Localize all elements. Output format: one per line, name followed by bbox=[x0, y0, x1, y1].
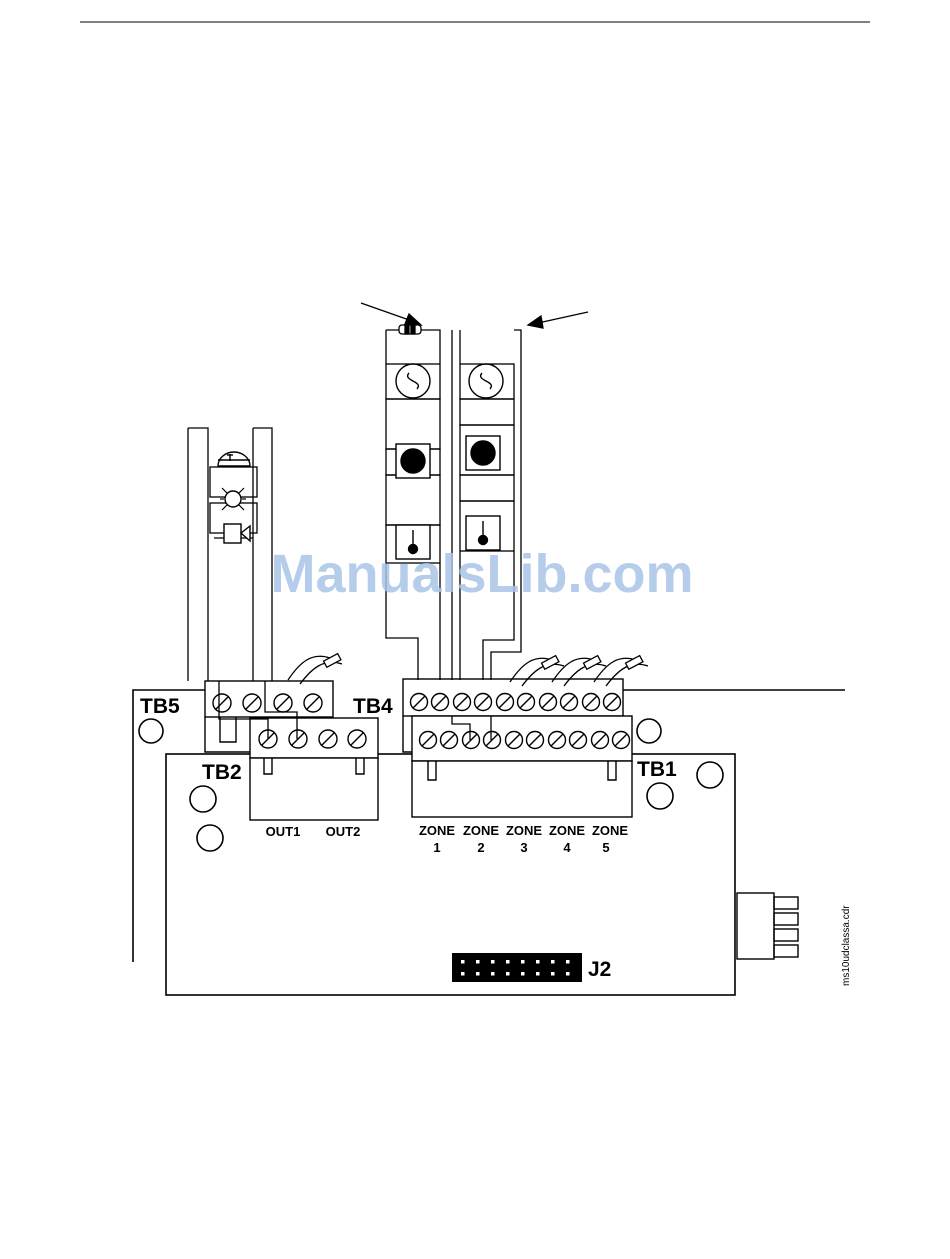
zone-2-num: 2 bbox=[477, 840, 484, 855]
tb5-label: TB5 bbox=[140, 695, 180, 718]
resistor-icon bbox=[399, 325, 648, 686]
tb2-label: TB2 bbox=[202, 761, 242, 784]
zone-3-word: ZONE bbox=[506, 823, 542, 838]
tb1-label: TB1 bbox=[637, 758, 677, 781]
j2-header bbox=[452, 953, 582, 982]
zone-5-word: ZONE bbox=[592, 823, 628, 838]
j2-label: J2 bbox=[588, 958, 611, 981]
zone-4-num: 4 bbox=[563, 840, 571, 855]
out1-label: OUT1 bbox=[266, 824, 301, 839]
zone-2-word: ZONE bbox=[463, 823, 499, 838]
file-reference: ms10udclassa.cdr bbox=[841, 905, 852, 986]
resistor-icon bbox=[288, 654, 342, 684]
zone-5-num: 5 bbox=[602, 840, 609, 855]
tb2-block bbox=[250, 718, 378, 820]
zone-1-word: ZONE bbox=[419, 823, 455, 838]
pull-station-icon bbox=[396, 436, 500, 478]
zone-4-word: ZONE bbox=[549, 823, 585, 838]
edge-connector bbox=[737, 893, 798, 959]
watermark-text: ManualsLib.com bbox=[270, 544, 693, 604]
zone-labels: ZONE 1 ZONE 2 ZONE 3 ZONE 4 ZONE 5 bbox=[419, 823, 628, 855]
zone-3-num: 3 bbox=[520, 840, 527, 855]
smoke-detector-icon bbox=[396, 364, 503, 398]
tb1-block bbox=[412, 716, 632, 817]
tb4-label: TB4 bbox=[353, 695, 393, 718]
arrow-icon bbox=[361, 303, 588, 328]
zone-1-num: 1 bbox=[433, 840, 440, 855]
out2-label: OUT2 bbox=[326, 824, 361, 839]
